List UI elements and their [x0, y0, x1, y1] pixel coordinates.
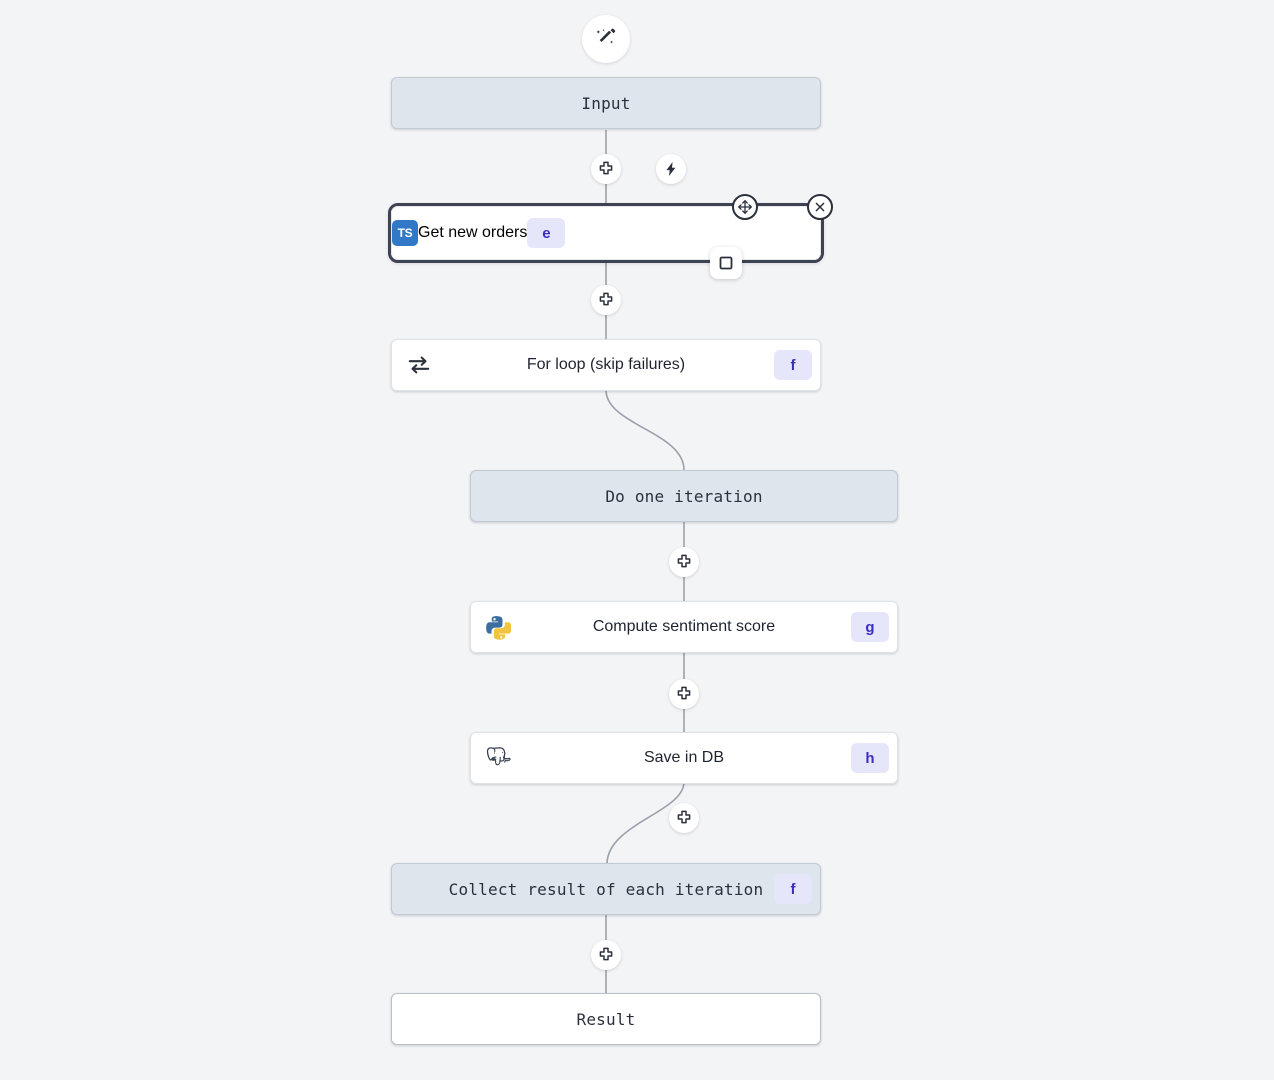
- node-collect-result-badge-slot: f: [766, 874, 820, 904]
- node-move-handle[interactable]: [732, 194, 758, 220]
- node-get-new-orders-badge: e: [527, 218, 566, 248]
- add-trigger-button[interactable]: [656, 154, 686, 184]
- ai-magic-wand-button[interactable]: [582, 15, 630, 63]
- node-save-in-db-label: Save in DB: [643, 749, 725, 766]
- node-for-loop-icon-slot: [392, 352, 446, 378]
- node-result-label: Result: [576, 1009, 636, 1029]
- node-do-one-iteration-label: Do one iteration: [605, 486, 763, 506]
- node-for-loop-badge-slot: f: [766, 350, 820, 380]
- add-step-button-after-get-new-orders[interactable]: [591, 285, 621, 315]
- node-do-one-iteration[interactable]: Do one iteration: [470, 470, 898, 522]
- node-collect-result[interactable]: Collect result of each iteration f: [391, 863, 821, 915]
- node-for-loop-label: For loop (skip failures): [526, 356, 686, 373]
- node-result[interactable]: Result: [391, 993, 821, 1045]
- node-compute-sentiment-badge: g: [851, 612, 889, 642]
- node-for-loop[interactable]: For loop (skip failures) f: [391, 339, 821, 391]
- python-icon: [486, 616, 511, 640]
- plus-icon: [599, 947, 613, 961]
- add-step-button-after-do-one-iteration[interactable]: [669, 547, 699, 577]
- node-get-new-orders-icon-slot: TS: [392, 220, 418, 246]
- node-stop-button[interactable]: [710, 247, 742, 279]
- node-save-in-db-badge-slot: h: [843, 743, 897, 773]
- node-for-loop-badge: f: [774, 350, 812, 380]
- postgresql-icon: [486, 747, 511, 766]
- node-input[interactable]: Input: [391, 77, 821, 129]
- node-get-new-orders-badge-slot: e: [527, 218, 566, 248]
- node-collect-result-badge: f: [774, 874, 812, 904]
- plus-icon: [677, 686, 691, 700]
- add-step-button-after-compute-sentiment[interactable]: [669, 679, 699, 709]
- node-compute-sentiment-score[interactable]: Compute sentiment score g: [470, 601, 898, 653]
- node-input-label: Input: [581, 93, 631, 113]
- add-step-button-after-input[interactable]: [591, 154, 621, 184]
- typescript-icon: TS: [392, 220, 418, 246]
- node-get-new-orders[interactable]: TS Get new orders e: [388, 203, 824, 263]
- square-stop-icon: [719, 256, 733, 270]
- lightning-icon: [666, 162, 676, 176]
- node-compute-sentiment-icon-slot: [471, 614, 525, 640]
- move-icon: [738, 200, 752, 214]
- node-save-in-db[interactable]: Save in DB h: [470, 732, 898, 784]
- node-compute-sentiment-label: Compute sentiment score: [592, 618, 776, 635]
- plus-icon: [599, 292, 613, 306]
- node-save-in-db-badge: h: [851, 743, 889, 773]
- loop-icon: [408, 356, 430, 374]
- node-compute-sentiment-badge-slot: g: [843, 612, 897, 642]
- node-get-new-orders-label: Get new orders: [418, 224, 528, 241]
- add-step-button-after-save-in-db[interactable]: [669, 803, 699, 833]
- add-step-button-after-collect-result[interactable]: [591, 940, 621, 970]
- magic-wand-icon: [596, 28, 616, 44]
- plus-icon: [677, 554, 691, 568]
- close-icon: [815, 202, 825, 212]
- node-collect-result-label: Collect result of each iteration: [448, 879, 764, 899]
- node-close-button[interactable]: [807, 194, 833, 220]
- node-save-in-db-icon-slot: [471, 744, 525, 772]
- plus-icon: [677, 810, 691, 824]
- plus-icon: [599, 161, 613, 175]
